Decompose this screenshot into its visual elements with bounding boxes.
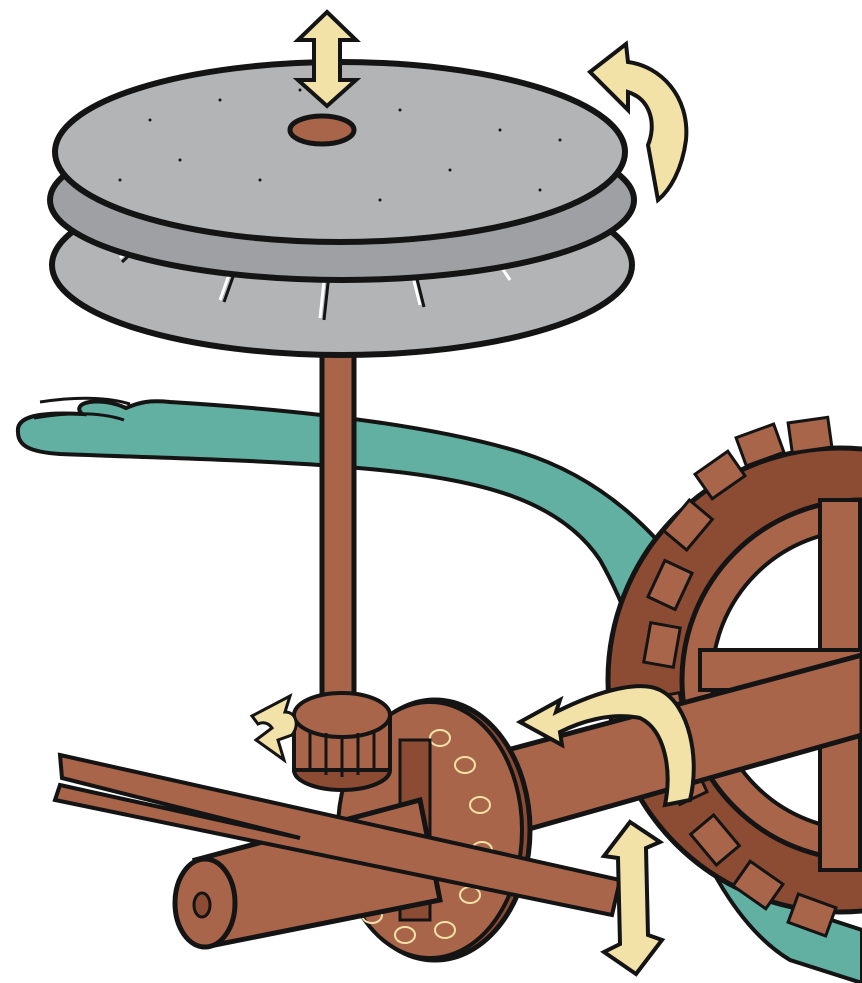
pinion-rotation-arrow bbox=[252, 696, 296, 760]
vertical-spindle bbox=[322, 330, 354, 720]
lantern-pinion bbox=[294, 693, 390, 790]
millstone-eye bbox=[290, 116, 354, 144]
